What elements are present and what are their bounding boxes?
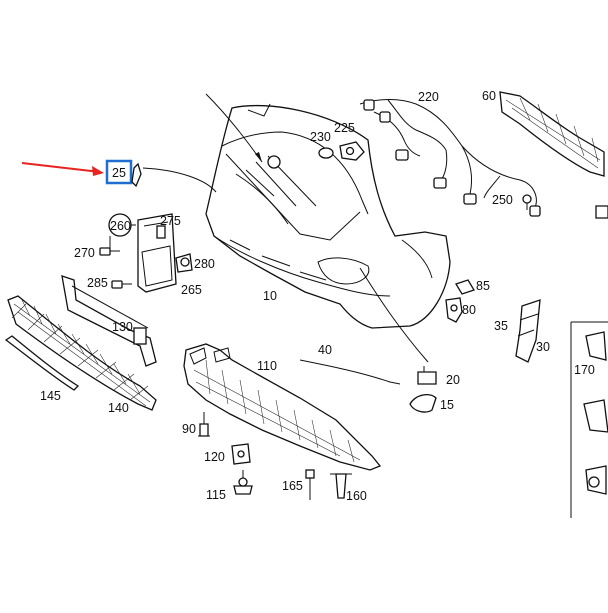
red-pointer-arrow [21, 162, 101, 173]
tow-hook-cap-15 [409, 393, 437, 413]
label-15: 15 [440, 398, 454, 412]
label-30: 30 [536, 340, 550, 354]
bumper-cover [205, 103, 451, 329]
screw-115 [233, 470, 253, 495]
lower-grille-140 [7, 295, 157, 411]
label-20: 20 [446, 373, 460, 387]
clip-85 [455, 279, 475, 295]
red-arrowhead-icon [92, 166, 104, 176]
label-230: 230 [310, 130, 331, 144]
leader-to-20 [359, 267, 429, 363]
label-40: 40 [318, 343, 332, 357]
chrome-strip-145 [4, 335, 80, 391]
label-225: 225 [334, 121, 355, 135]
label-250: 250 [492, 193, 513, 207]
label-220: 220 [418, 90, 439, 104]
label-110: 110 [257, 359, 277, 373]
rivet-165 [305, 469, 315, 500]
label-80: 80 [462, 303, 476, 317]
inset-panel [570, 321, 608, 518]
label-90: 90 [182, 422, 196, 436]
label-280: 280 [194, 257, 215, 271]
label-170: 170 [574, 363, 595, 377]
grommet-280 [175, 253, 193, 273]
label-165: 165 [282, 479, 303, 493]
trim-strip-130 [61, 275, 157, 367]
label-145: 145 [40, 389, 61, 403]
push-clip-160 [330, 473, 352, 499]
highlight-box-25[interactable] [105, 159, 133, 185]
screw-285 [111, 280, 132, 289]
label-285: 285 [87, 276, 108, 290]
sensor-bracket-80 [445, 297, 463, 323]
label-265: 265 [181, 283, 202, 297]
label-120: 120 [204, 450, 225, 464]
label-160: 160 [346, 489, 367, 503]
clip-nut-120 [231, 443, 251, 465]
grille-panel [499, 91, 608, 219]
label-270: 270 [74, 246, 95, 260]
trim-line-40 [299, 359, 401, 385]
parking-sensor [318, 141, 365, 161]
wiring-harness [359, 99, 541, 217]
label-25: 25 [112, 166, 126, 180]
bolt-90 [198, 412, 210, 437]
license-plate-bracket [137, 213, 177, 293]
screw-270 [99, 247, 120, 256]
label-140: 140 [108, 401, 129, 415]
side-bracket-30 [515, 299, 541, 363]
part-25-clip [131, 162, 142, 188]
leader-25 [142, 167, 217, 193]
label-60: 60 [482, 89, 496, 103]
label-115: 115 [206, 488, 226, 502]
screw-250 [522, 194, 532, 210]
label-275: 275 [160, 214, 181, 228]
label-10: 10 [263, 289, 277, 303]
bracket-20 [417, 366, 437, 385]
label-85: 85 [476, 279, 490, 293]
label-130: 130 [112, 320, 133, 334]
leader-arrowhead [255, 152, 262, 162]
underbody-cover-110 [183, 343, 382, 471]
label-35: 35 [494, 319, 508, 333]
label-260: 260 [110, 219, 131, 233]
